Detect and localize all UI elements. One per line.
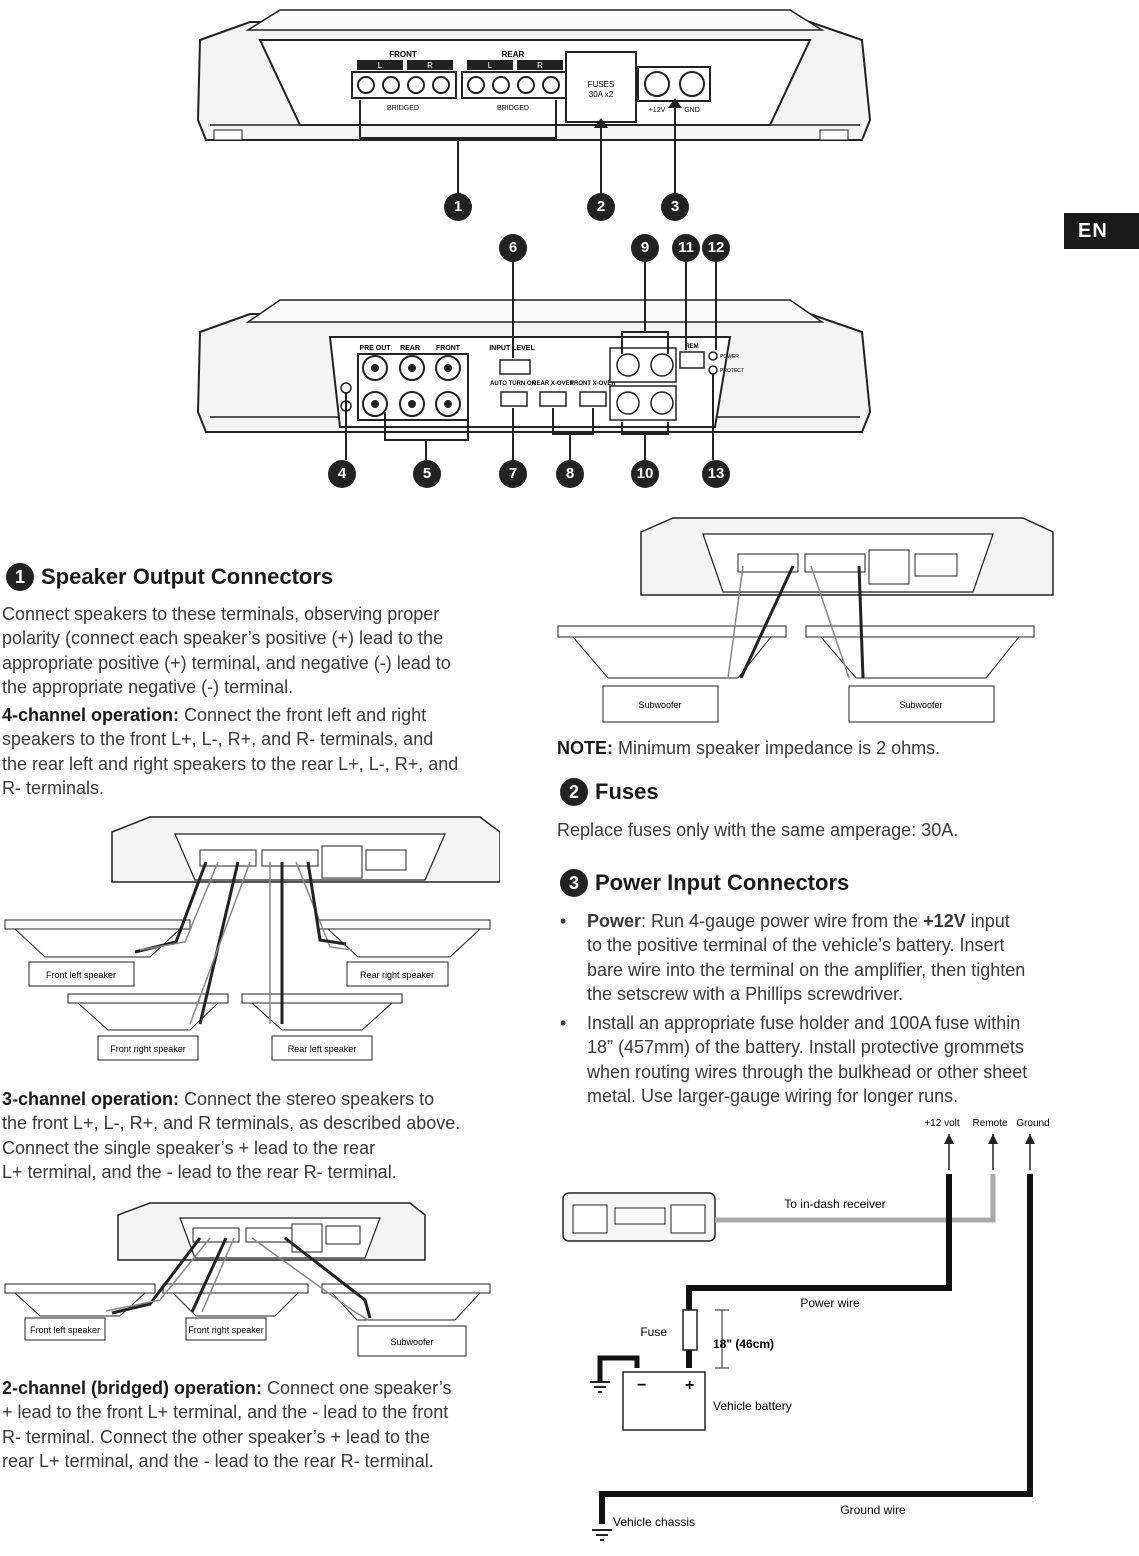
gnd-label: GND — [684, 107, 700, 114]
fuse-label: Fuse — [640, 1325, 667, 1339]
section3-heading: 3 Power Input Connectors — [560, 869, 849, 897]
bridged-subwoofer-1-label: Subwoofer — [638, 700, 681, 710]
section1-heading: 1 Speaker Output Connectors — [6, 563, 333, 591]
rear-label: REAR — [502, 50, 525, 59]
rear-bridged-label: BRIDGED — [497, 105, 529, 112]
section3-number: 3 — [560, 869, 588, 897]
protect-led-label: PROTECT — [720, 368, 744, 374]
front-xover-label: FRONT X-OVER — [570, 381, 616, 387]
rca-rear-label: REAR — [400, 345, 420, 352]
section2-heading: 2 Fuses — [560, 778, 659, 806]
front-right-speaker-label: Front right speaker — [110, 1044, 186, 1054]
ground-label: Ground — [1016, 1118, 1049, 1129]
front-bridged-label: BRIDGED — [387, 105, 419, 112]
ground-wire-label: Ground wire — [840, 1503, 906, 1517]
rear-left-speaker-label: Rear left speaker — [288, 1044, 357, 1054]
auto-turn-on-label: AUTO TURN ON — [490, 381, 536, 387]
four-channel-wiring-diagram: Front left speaker Rear right speaker Fr… — [4, 816, 500, 1061]
pre-out-label: PRE OUT — [359, 345, 391, 352]
remote-label: Remote — [972, 1118, 1007, 1129]
bullet-fuse-holder: • Install an appropriate fuse holder and… — [560, 1013, 1028, 1106]
section2-title: Fuses — [595, 779, 659, 804]
rca-front-label: FRONT — [436, 345, 461, 352]
plus12v-label: +12V — [649, 107, 666, 114]
callout-8: 8 — [556, 460, 584, 488]
three-channel-paragraph: 3-channel operation: Connect the stereo … — [2, 1089, 461, 1182]
callout-6: 6 — [499, 234, 527, 262]
svg-text:−: − — [637, 1377, 646, 1394]
two-channel-bridged-wiring-diagram: Subwoofer Subwoofer — [557, 517, 1054, 723]
callout-1: 1 — [444, 193, 472, 221]
bullet-dot: • — [560, 1013, 567, 1033]
callout-10: 10 — [631, 460, 659, 488]
power-wire-label: Power wire — [800, 1296, 860, 1310]
rem-label: REM — [685, 344, 698, 350]
front-l-label: L — [378, 61, 383, 70]
section1-intro: Connect speakers to these terminals, obs… — [2, 604, 451, 697]
impedance-note: NOTE: Minimum speaker impedance is 2 ohm… — [557, 738, 941, 758]
plus12-volt-label: +12 volt — [924, 1118, 960, 1129]
section3-title: Power Input Connectors — [595, 870, 850, 895]
three-channel-wiring-diagram: Front left speaker Front right speaker S… — [4, 1202, 491, 1357]
section2-text: Replace fuses only with the same amperag… — [557, 820, 959, 840]
fuse-distance-label: 18" (46cm) — [713, 1337, 774, 1351]
bullet-power: • Power: Run 4-gauge power wire from the… — [560, 911, 1026, 1004]
language-tab: EN — [1064, 213, 1139, 249]
section1-title: Speaker Output Connectors — [41, 564, 334, 589]
to-receiver-label: To in-dash receiver — [784, 1197, 885, 1211]
section1-number: 1 — [6, 563, 34, 591]
callout-5: 5 — [413, 460, 441, 488]
three-ch-front-right-label: Front right speaker — [188, 1325, 264, 1335]
bullet-dot: • — [560, 911, 567, 931]
callout-13: 13 — [702, 460, 730, 488]
callout-2: 2 — [587, 193, 615, 221]
amp-output-panel-figure: FRONT L R BRIDGED REAR L R BRIDGED FUSES… — [196, 9, 872, 195]
callout-3: 3 — [661, 193, 689, 221]
fuses-label: FUSES — [588, 80, 615, 89]
rear-right-speaker-label: Rear right speaker — [360, 970, 434, 980]
rear-r-label: R — [537, 61, 543, 70]
two-channel-paragraph: 2-channel (bridged) operation: Connect o… — [2, 1378, 452, 1471]
front-label: FRONT — [389, 50, 417, 59]
power-wiring-diagram: +12 volt Remote Ground To in-dash receiv… — [562, 1118, 1050, 1541]
callout-9: 9 — [631, 234, 659, 262]
amp-input-panel-figure: PRE OUT REAR FRONT INPUT LEVEL AUTO TURN… — [196, 262, 872, 460]
callout-7: 7 — [499, 460, 527, 488]
vehicle-chassis-label: Vehicle chassis — [613, 1515, 695, 1529]
front-r-label: R — [427, 61, 433, 70]
rear-l-label: L — [488, 61, 493, 70]
three-ch-front-left-label: Front left speaker — [30, 1325, 100, 1335]
svg-text:+: + — [685, 1377, 694, 1394]
fuses-rating: 30A x2 — [589, 90, 614, 99]
vehicle-battery-label: Vehicle battery — [713, 1399, 792, 1413]
callout-12: 12 — [702, 234, 730, 262]
three-ch-subwoofer-label: Subwoofer — [390, 1337, 433, 1347]
front-left-speaker-label: Front left speaker — [46, 970, 116, 980]
bridged-subwoofer-2-label: Subwoofer — [899, 700, 942, 710]
callout-11: 11 — [672, 234, 700, 262]
rear-xover-label: REAR X-OVER — [532, 381, 574, 387]
callout-4: 4 — [328, 460, 356, 488]
four-channel-paragraph: 4-channel operation: Connect the front l… — [2, 705, 459, 798]
section2-number: 2 — [560, 778, 588, 806]
power-led-label: POWER — [720, 354, 739, 360]
